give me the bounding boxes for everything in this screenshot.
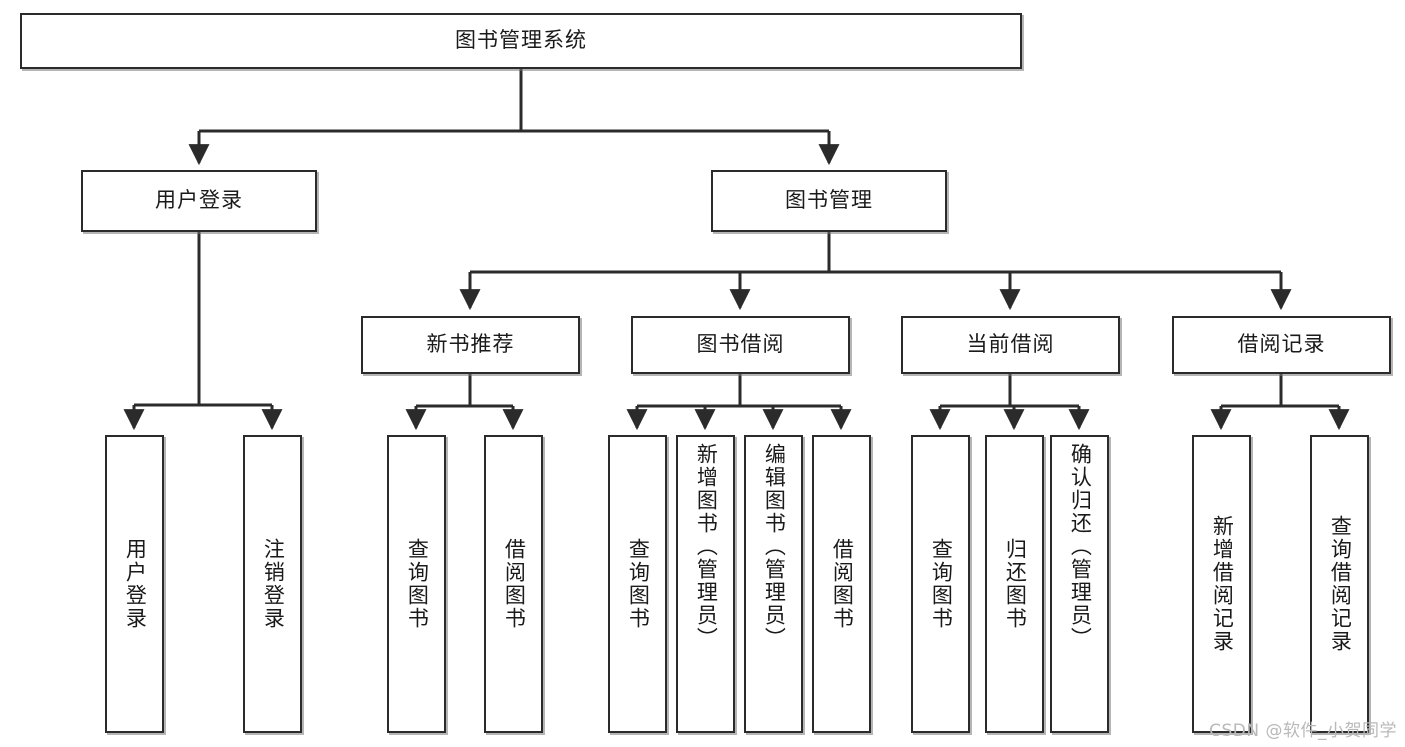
node-leaf-query-book-borrow-label: 查询图书 [626,538,651,630]
node-leaf-query-book-current[interactable]: 查询图书 [911,435,970,733]
node-book-borrow-label: 图书借阅 [696,332,785,357]
node-leaf-query-book-borrow[interactable]: 查询图书 [608,435,667,733]
node-leaf-borrow-book[interactable]: 借阅图书 [812,435,871,733]
node-leaf-user-logout-label: 注销登录 [261,538,286,630]
node-borrow-record[interactable]: 借阅记录 [1172,316,1391,374]
node-book-manage-label: 图书管理 [785,188,873,213]
node-user-login-label: 用户登录 [155,188,243,213]
node-leaf-return-book[interactable]: 归还图书 [985,435,1044,733]
node-leaf-borrow-book-rec-label: 借阅图书 [502,538,527,630]
node-root-label: 图书管理系统 [455,28,587,53]
node-leaf-query-record[interactable]: 查询借阅记录 [1310,435,1369,733]
node-leaf-user-logout[interactable]: 注销登录 [243,435,302,733]
node-leaf-confirm-return-label: 确认归还（管理员） [1068,443,1093,650]
node-borrow-record-label: 借阅记录 [1237,332,1326,357]
node-leaf-query-book-rec-label: 查询图书 [405,538,430,630]
node-root[interactable]: 图书管理系统 [20,13,1022,69]
node-leaf-edit-book-label: 编辑图书（管理员） [762,443,787,650]
node-leaf-query-book-current-label: 查询图书 [929,538,954,630]
node-leaf-add-book-label: 新增图书（管理员） [694,443,719,650]
node-current-borrow[interactable]: 当前借阅 [901,316,1120,374]
node-leaf-user-login-label: 用户登录 [123,538,148,630]
node-leaf-add-record[interactable]: 新增借阅记录 [1192,435,1251,733]
node-current-borrow-label: 当前借阅 [966,332,1055,357]
node-leaf-confirm-return[interactable]: 确认归还（管理员） [1050,435,1109,733]
node-leaf-query-book-rec[interactable]: 查询图书 [387,435,446,733]
node-new-book-rec[interactable]: 新书推荐 [361,316,580,374]
node-leaf-query-record-label: 查询借阅记录 [1328,515,1353,653]
node-leaf-add-record-label: 新增借阅记录 [1210,515,1235,653]
node-leaf-borrow-book-rec[interactable]: 借阅图书 [484,435,543,733]
node-book-manage[interactable]: 图书管理 [711,170,947,232]
node-leaf-add-book[interactable]: 新增图书（管理员） [676,435,735,733]
node-leaf-edit-book[interactable]: 编辑图书（管理员） [744,435,803,733]
node-leaf-borrow-book-label: 借阅图书 [830,538,855,630]
node-user-login[interactable]: 用户登录 [81,170,317,232]
node-new-book-rec-label: 新书推荐 [426,332,515,357]
node-leaf-return-book-label: 归还图书 [1003,538,1028,630]
node-book-borrow[interactable]: 图书借阅 [631,316,850,374]
node-leaf-user-login[interactable]: 用户登录 [105,435,164,733]
